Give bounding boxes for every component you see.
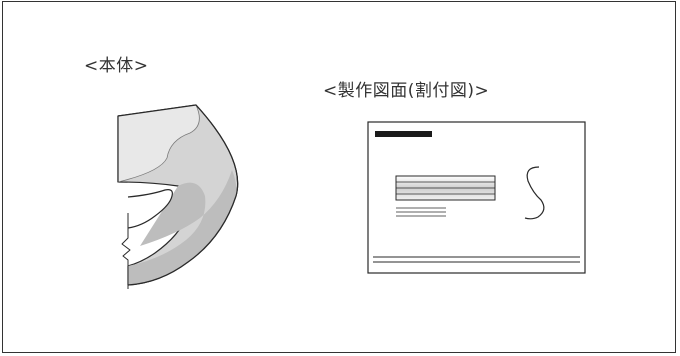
body-break-line xyxy=(121,213,131,289)
curved-body-part xyxy=(117,104,239,289)
body-top-band xyxy=(118,105,200,182)
body-ridge-line xyxy=(117,104,200,183)
sheet-s-curve xyxy=(524,166,545,220)
body-label: <本体> xyxy=(84,56,149,76)
body-groove xyxy=(128,170,237,285)
sheet-title-block xyxy=(375,131,432,137)
body-inner-cut xyxy=(127,189,173,229)
drawing-sheet xyxy=(367,121,586,274)
drawing-label: <製作図面(割付図)> xyxy=(323,81,490,101)
